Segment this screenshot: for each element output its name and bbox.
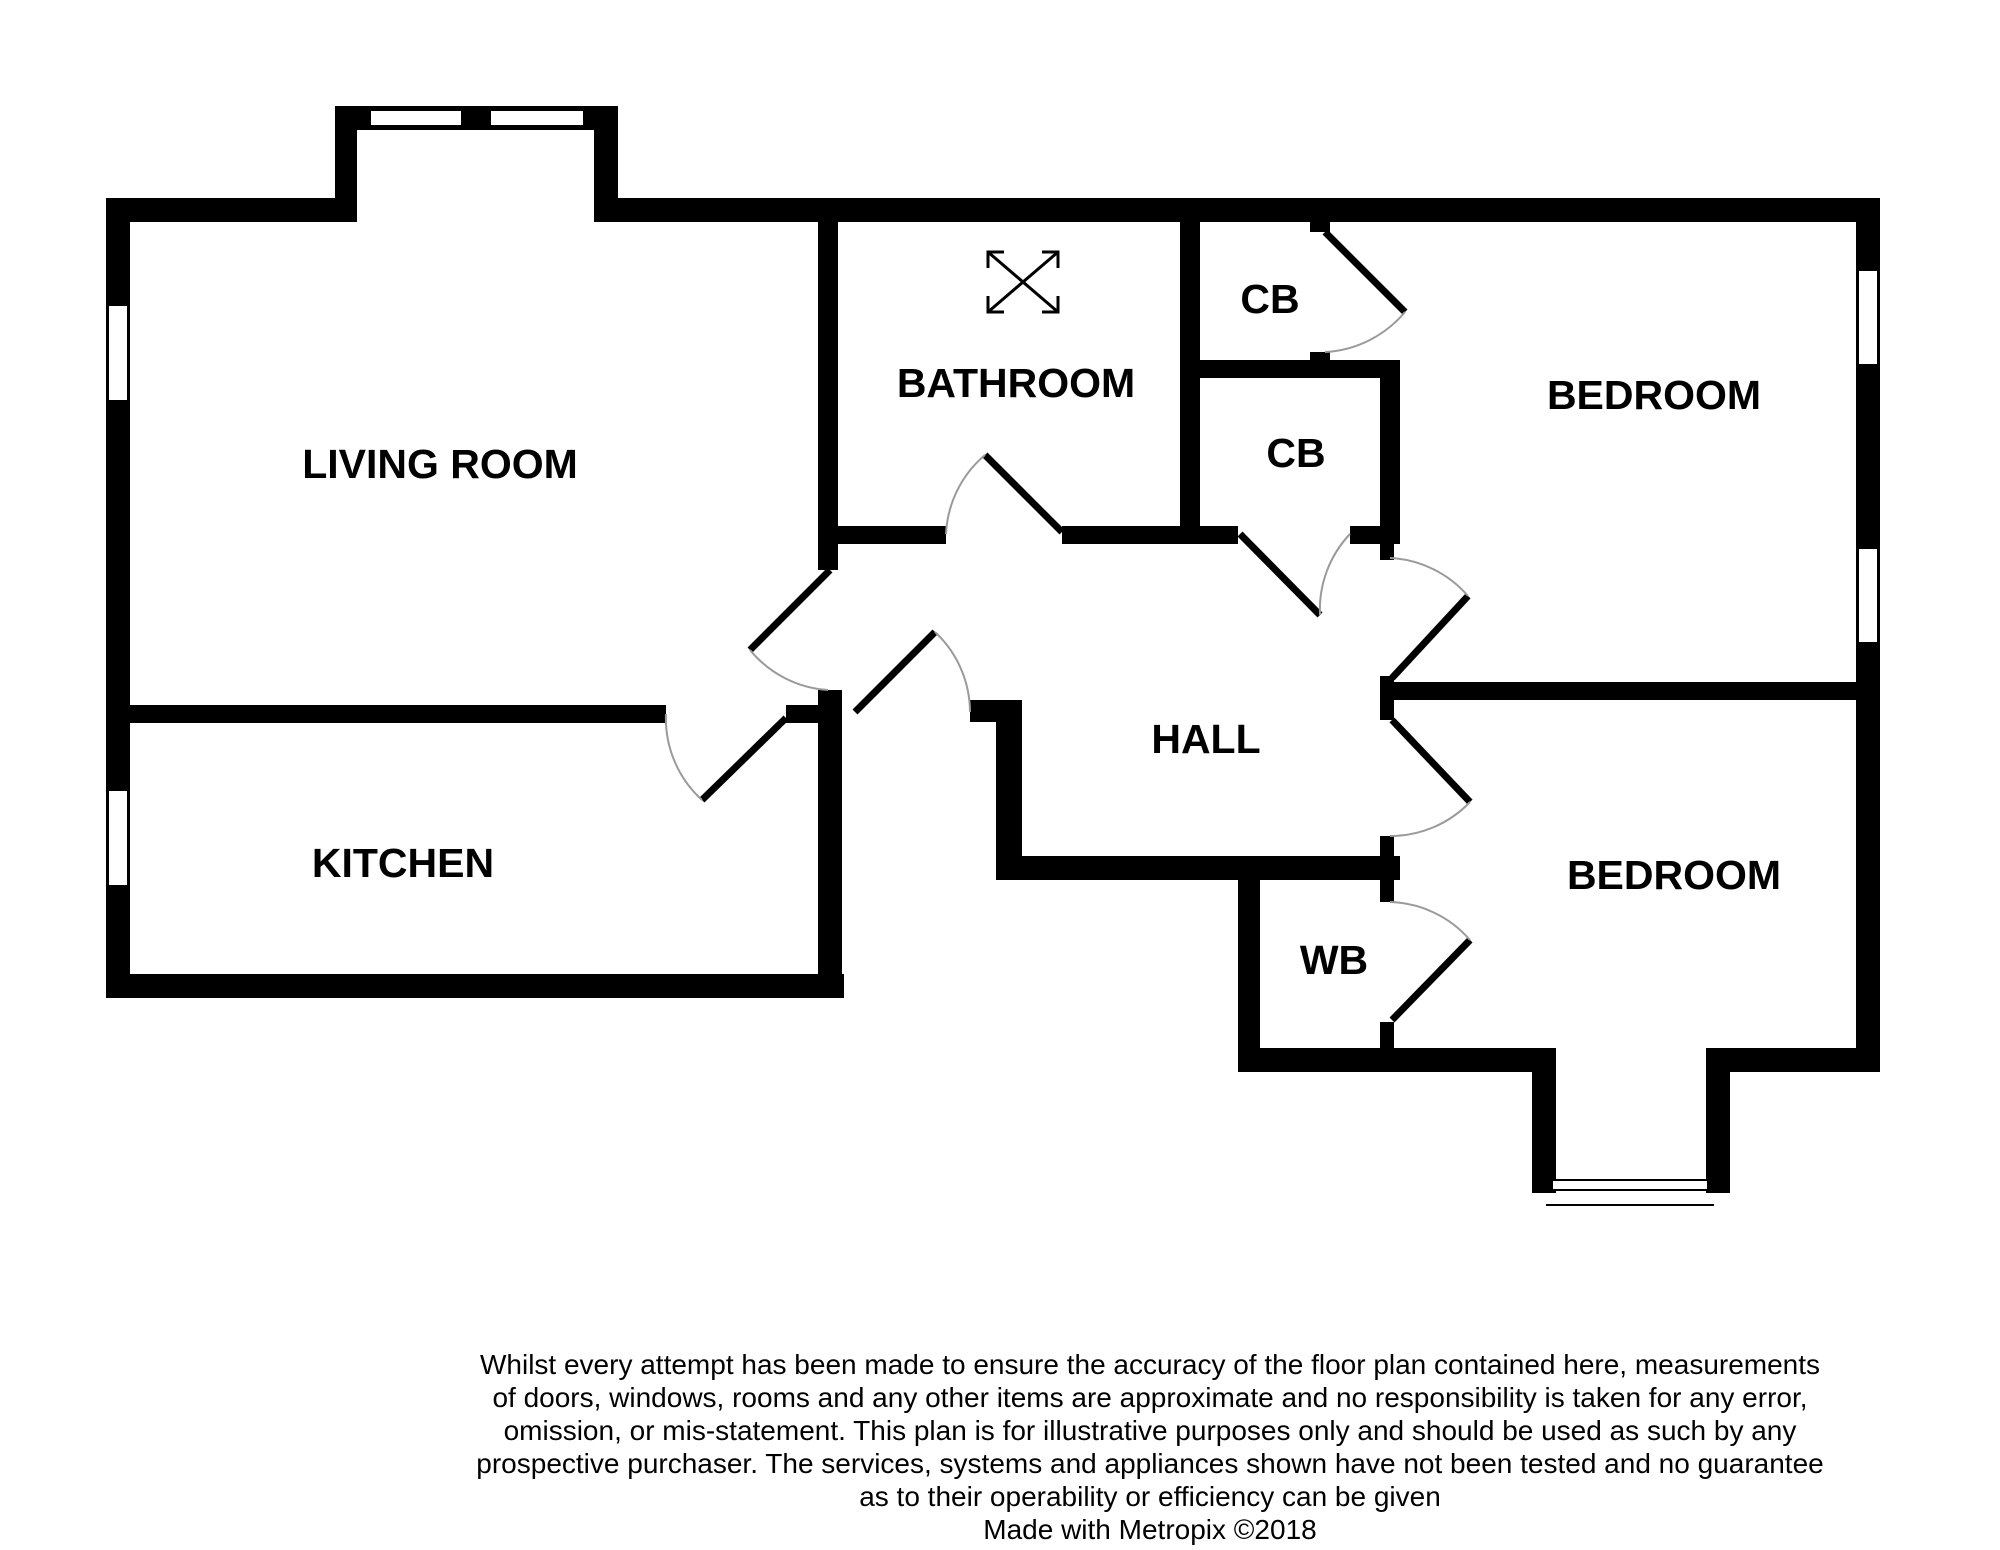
disclaimer-line: as to their operability or efficiency ca… bbox=[859, 1481, 1441, 1512]
wall-bay2-right bbox=[1706, 1048, 1730, 1193]
label-cupboard-1: CB bbox=[1240, 276, 1299, 322]
wall-bottom-left bbox=[106, 974, 844, 998]
door-cb1[interactable] bbox=[1322, 229, 1408, 353]
wall-hall-left bbox=[996, 700, 1022, 880]
windows bbox=[107, 109, 1879, 1206]
walls bbox=[106, 106, 1880, 1193]
window-bed1-right-top bbox=[1857, 269, 1879, 366]
label-bedroom-1: BEDROOM bbox=[1547, 372, 1761, 418]
wall-cb1-right-top bbox=[1310, 212, 1330, 232]
label-living-room: LIVING ROOM bbox=[302, 441, 578, 487]
label-wardrobe: WB bbox=[1300, 937, 1368, 983]
label-kitchen: KITCHEN bbox=[312, 840, 494, 886]
window-bay-right bbox=[489, 109, 585, 127]
window-living-left bbox=[107, 304, 129, 402]
wall-hall-bottom bbox=[996, 856, 1400, 880]
wall-cb2-right bbox=[1380, 360, 1400, 530]
wall-bay-left bbox=[335, 106, 357, 222]
wall-living-kitchen bbox=[124, 705, 666, 723]
doors bbox=[664, 229, 1473, 1023]
door-cb2[interactable] bbox=[1237, 531, 1351, 618]
wall-cb2-bottom bbox=[1190, 526, 1238, 544]
wall-wb-right-top bbox=[1380, 856, 1394, 902]
window-kitchen-left bbox=[107, 789, 129, 887]
label-hall: HALL bbox=[1151, 716, 1260, 762]
wall-bay2-left bbox=[1532, 1048, 1556, 1193]
door-kitchen[interactable] bbox=[664, 713, 789, 803]
credit: Made with Metropix ©2018 bbox=[983, 1514, 1317, 1545]
disclaimer-line: of doors, windows, rooms and any other i… bbox=[492, 1382, 1808, 1413]
room-labels: LIVING ROOM KITCHEN BATHROOM CB CB BEDRO… bbox=[302, 276, 1781, 983]
wall-bottom-right bbox=[1238, 1048, 1556, 1072]
disclaimer: Whilst every attempt has been made to en… bbox=[440, 1348, 1860, 1546]
door-bedroom-1[interactable] bbox=[1389, 557, 1471, 681]
extractor-fan-icon bbox=[986, 250, 1060, 314]
door-entrance[interactable] bbox=[852, 629, 971, 715]
wall-wb-left bbox=[1238, 856, 1260, 1072]
wall-top-left bbox=[106, 198, 346, 222]
wall-bottom-far-right bbox=[1706, 1048, 1880, 1072]
wall-living-right bbox=[818, 212, 838, 570]
label-bedroom-2: BEDROOM bbox=[1567, 852, 1781, 898]
wall-cb-divider bbox=[1190, 360, 1400, 378]
wall-bathroom-bottom-a bbox=[828, 526, 946, 544]
wall-kitchen-right bbox=[818, 690, 842, 998]
window-bay2-bottom bbox=[1551, 1179, 1709, 1191]
door-wardrobe[interactable] bbox=[1389, 901, 1473, 1023]
disclaimer-line: prospective purchaser. The services, sys… bbox=[476, 1448, 1824, 1479]
wall-hall-bed-jamb bbox=[1380, 676, 1394, 720]
wall-bed-divider bbox=[1388, 682, 1880, 700]
door-bedroom-2[interactable] bbox=[1389, 717, 1473, 838]
label-bathroom: BATHROOM bbox=[897, 360, 1135, 406]
wall-bed1-door-jamb bbox=[1380, 526, 1394, 560]
door-living-room[interactable] bbox=[747, 567, 833, 691]
window-bed1-right-bottom bbox=[1857, 547, 1879, 644]
wall-wb-right-bottom bbox=[1380, 1022, 1394, 1052]
wall-top-main bbox=[594, 198, 1880, 222]
label-cupboard-2: CB bbox=[1266, 430, 1325, 476]
window-bay-left bbox=[369, 109, 463, 127]
disclaimer-line: omission, or mis-statement. This plan is… bbox=[503, 1415, 1797, 1446]
door-bathroom[interactable] bbox=[945, 452, 1065, 535]
wall-kitchen-stub bbox=[786, 705, 842, 723]
disclaimer-line: Whilst every attempt has been made to en… bbox=[479, 1349, 1821, 1380]
